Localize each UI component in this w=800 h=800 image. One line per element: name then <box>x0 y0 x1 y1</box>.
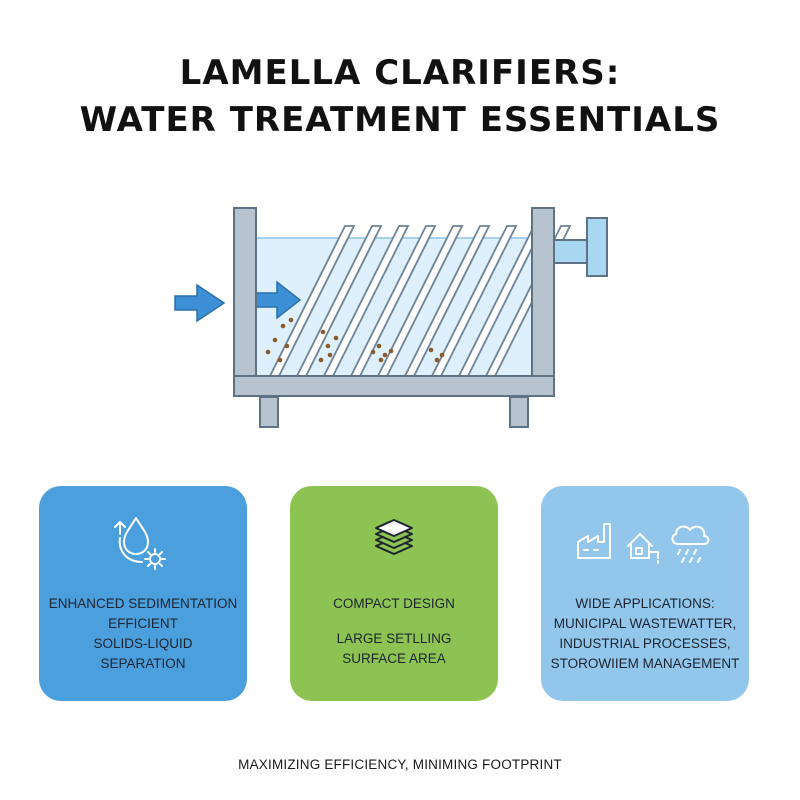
card-2-line-3: SURFACE AREA <box>342 651 446 666</box>
sediment-particle <box>382 352 388 358</box>
card-2-heading: COMPACT DESIGN <box>296 594 492 614</box>
tagline: MAXIMIZING EFFICIENCY, MINIMING FOOTPRIN… <box>238 757 562 772</box>
sediment-particle <box>284 343 290 349</box>
tank-body <box>233 207 555 428</box>
card-2-text: LARGE SETLLING SURFACE AREA <box>296 629 492 669</box>
sediment-particle <box>439 352 445 358</box>
title-line-2: WATER TREATMENT ESSENTIALS <box>79 100 721 140</box>
card-3-text: WIDE APPLICATIONS: MUNICIPAL WASTEWATTER… <box>547 594 743 674</box>
factory-house-cloud-icon <box>541 512 749 572</box>
card-1-line-1: ENHANCED SEDIMENTATION <box>48 596 238 611</box>
card-2-line-2: LARGE SETLLING <box>336 631 452 646</box>
sediment-particle <box>428 347 434 353</box>
sediment-particle <box>333 335 339 341</box>
card-1-text: ENHANCED SEDIMENTATION EFFICIENT SOLIDS-… <box>45 594 241 674</box>
sediment-particle <box>272 337 278 343</box>
card-enhanced-sedimentation: ENHANCED SEDIMENTATION EFFICIENT SOLIDS-… <box>39 486 247 701</box>
card-3-line-2: MUNICIPAL WASTEWATTER, <box>553 616 737 631</box>
title-line-1: LAMELLA CLARIFIERS: <box>179 53 621 93</box>
sediment-particle <box>288 317 294 323</box>
card-compact-design: COMPACT DESIGN LARGE SETLLING SURFACE AR… <box>290 486 498 701</box>
sediment-particle <box>280 323 286 329</box>
sediment-particle <box>277 357 283 363</box>
card-1-line-3: SOLIDS-LIQUID <box>93 636 193 651</box>
clarifier-diagram <box>174 207 608 428</box>
card-1-line-2: EFFICIENT <box>108 616 178 631</box>
sediment-particle <box>265 349 271 355</box>
stacked-layers-icon <box>290 512 498 572</box>
settled-particles <box>265 317 445 363</box>
inlet-arrow-icon <box>174 283 226 323</box>
sediment-particle <box>378 357 384 363</box>
page-title: LAMELLA CLARIFIERS: WATER TREATMENT ESSE… <box>0 50 800 144</box>
sediment-particle <box>370 349 376 355</box>
card-3-line-3: INDUSTRIAL PROCESSES, <box>559 636 731 651</box>
card-1-line-4: SEPARATION <box>100 656 186 671</box>
water-drop-gear-icon <box>39 512 247 572</box>
sediment-particle <box>327 352 333 358</box>
sediment-particle <box>320 329 326 335</box>
outlet-pipe-icon <box>553 217 608 277</box>
card-3-line-1: WIDE APPLICATIONS: <box>575 596 715 611</box>
sediment-particle <box>318 357 324 363</box>
sediment-particle <box>434 357 440 363</box>
sediment-particle <box>325 343 331 349</box>
card-2-line-1: COMPACT DESIGN <box>333 596 455 611</box>
flow-arrow-icon <box>255 280 302 320</box>
card-wide-applications: WIDE APPLICATIONS: MUNICIPAL WASTEWATTER… <box>541 486 749 701</box>
sediment-particle <box>388 348 394 354</box>
sediment-particle <box>376 343 382 349</box>
card-3-line-4: STOROWIIEM MANAGEMENT <box>550 656 740 671</box>
